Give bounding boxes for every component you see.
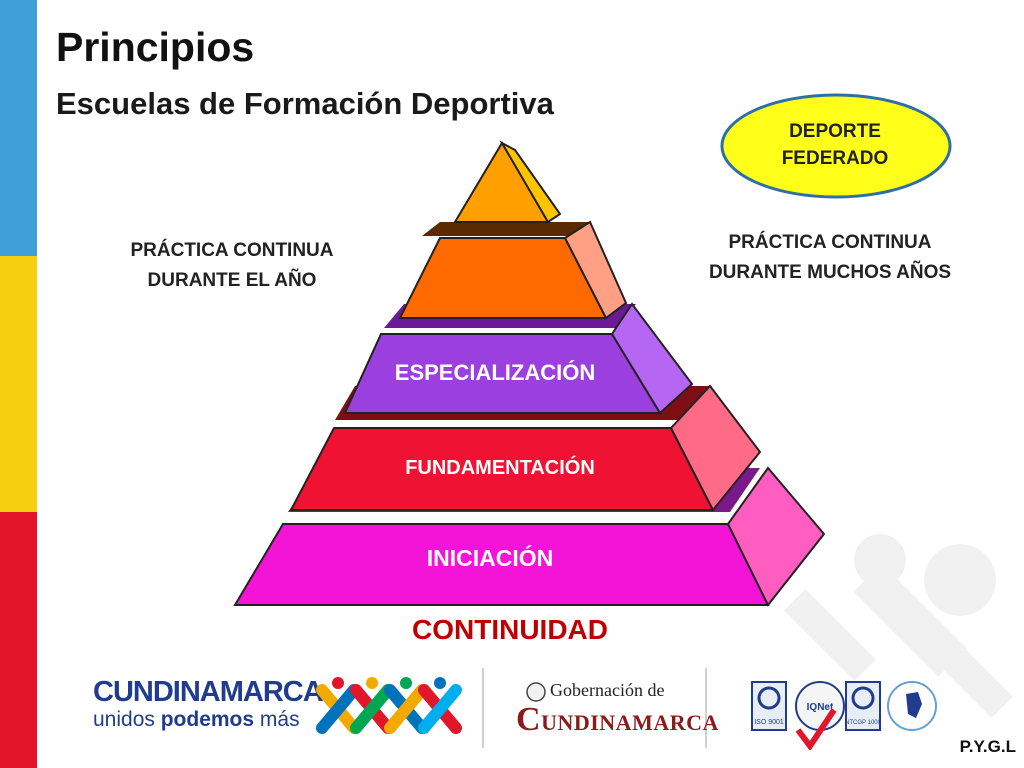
ntcgp-1000-label: NTCGP 1000 <box>845 720 882 726</box>
checkmark-icon <box>795 708 837 750</box>
footer-divider-2 <box>705 668 707 748</box>
iqnet-label: IQNet <box>807 702 834 713</box>
author-initials: P.Y.G.L <box>959 737 1016 756</box>
level-iniciacion-label: INICIACIÓN <box>426 545 554 571</box>
gobernacion-line1: Gobernación de <box>550 680 665 700</box>
certification-logos: ISO 9001 IQNet NTCGP 1000 <box>751 681 937 750</box>
iso-9001-icon <box>751 681 787 731</box>
cundinamarca-slogan: unidos podemos más <box>93 707 323 733</box>
unity-people-logo-icon <box>316 677 462 734</box>
pyramid-level-especializacion-side <box>610 302 694 415</box>
cundinamarca-name: CUNDINAMARCA <box>93 676 324 708</box>
slide-subtitle: Escuelas de Formación Deportiva <box>56 86 554 121</box>
sidebar-blue-stripe <box>0 0 37 256</box>
footer-divider-1 <box>482 668 484 748</box>
ntcgp-1000-icon <box>845 681 881 731</box>
practice-year-label: PRÁCTICA CONTINUA DURANTE EL AÑO <box>130 240 334 291</box>
pyramid-level-4-side <box>563 220 628 320</box>
gobernacion-emblem-icon <box>526 682 546 702</box>
deporte-federado-ellipse <box>720 93 952 199</box>
slogan-suffix: más <box>254 708 300 731</box>
gobernacion-line2: CUNDINAMARCA <box>516 701 719 739</box>
slogan-prefix: unidos <box>93 708 161 731</box>
pyramid-level-4-top <box>422 222 590 236</box>
cundinamarca-logo: CUNDINAMARCA unidos podemos más <box>93 676 324 733</box>
sidebar-yellow-stripe <box>0 256 37 512</box>
pyramid-apex-side <box>499 140 562 224</box>
gobernacion-initial: C <box>516 701 542 738</box>
practice-years-label: PRÁCTICA CONTINUA DURANTE MUCHOS AÑOS <box>708 232 952 283</box>
sidebar-red-stripe <box>0 512 37 768</box>
pyramid-level-fundamentacion-side <box>669 384 762 512</box>
deporte-federado-label: DEPORTE FEDERADO <box>781 121 889 169</box>
level-fundamentacion-label: FUNDAMENTACIÓN <box>405 457 595 479</box>
iso-9001-label: ISO 9001 <box>754 719 784 726</box>
slide-title: Principios <box>56 24 255 70</box>
level-especializacion-label: ESPECIALIZACIÓN <box>394 360 596 385</box>
continuity-label: CONTINUIDAD <box>412 614 608 645</box>
gobernacion-name: UNDINAMARCA <box>541 710 719 735</box>
slogan-bold: podemos <box>160 708 255 731</box>
gobernacion-logo: Gobernación de CUNDINAMARCA <box>516 680 719 739</box>
pyramid-level-iniciacion-side <box>726 466 826 607</box>
